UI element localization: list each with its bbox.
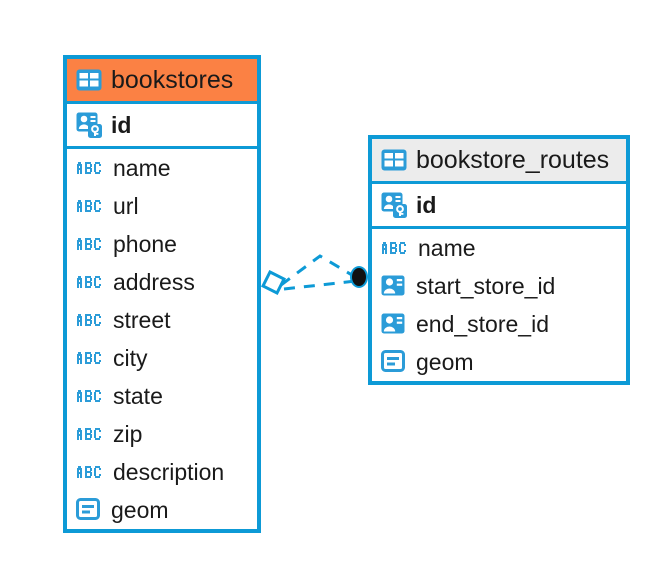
column-label: geom: [111, 496, 169, 523]
text-abc-icon: [76, 194, 104, 218]
column-row-zip[interactable]: zip: [67, 415, 257, 453]
column-label: name: [113, 154, 171, 181]
column-row-street[interactable]: street: [67, 301, 257, 339]
text-abc-icon: [76, 384, 104, 408]
primary-key-icon: [76, 112, 102, 138]
column-label: end_store_id: [416, 310, 549, 337]
column-label: name: [418, 234, 476, 261]
text-abc-icon: [76, 308, 104, 332]
entity-header-bookstores[interactable]: bookstores: [67, 59, 257, 104]
entity-bookstores[interactable]: bookstores id: [63, 55, 261, 533]
column-label: state: [113, 382, 163, 409]
column-label: start_store_id: [416, 272, 556, 299]
column-row-address[interactable]: address: [67, 263, 257, 301]
column-row-geom[interactable]: geom: [372, 343, 626, 381]
foreign-key-icon: [381, 275, 407, 297]
column-label: description: [113, 458, 225, 485]
entity-title: bookstore_routes: [416, 145, 610, 174]
column-row-state[interactable]: state: [67, 377, 257, 415]
column-label: zip: [113, 420, 143, 447]
table-icon: [76, 69, 102, 91]
column-row-name[interactable]: name: [372, 229, 626, 267]
column-label: address: [113, 268, 195, 295]
column-row-end-store-id[interactable]: end_store_id: [372, 305, 626, 343]
geometry-icon: [381, 350, 407, 374]
text-abc-icon: [381, 236, 409, 260]
text-abc-icon: [76, 346, 104, 370]
column-row-description[interactable]: description: [67, 453, 257, 491]
column-row-url[interactable]: url: [67, 187, 257, 225]
foreign-key-icon: [381, 313, 407, 335]
column-row-id[interactable]: id: [67, 104, 257, 149]
relationship-line-end-store: [283, 279, 357, 291]
rhombus-marker: [260, 269, 287, 296]
column-row-city[interactable]: city: [67, 339, 257, 377]
text-abc-icon: [76, 232, 104, 256]
entity-title: bookstores: [111, 65, 234, 94]
table-icon: [381, 149, 407, 171]
column-row-start-store-id[interactable]: start_store_id: [372, 267, 626, 305]
column-row-name[interactable]: name: [67, 149, 257, 187]
entity-columns-bookstore-routes: id name: [372, 184, 626, 381]
column-row-geom[interactable]: geom: [67, 491, 257, 529]
primary-key-icon: [381, 192, 407, 218]
entity-header-bookstore-routes[interactable]: bookstore_routes: [372, 139, 626, 184]
geometry-icon: [76, 498, 102, 522]
column-label: id: [111, 111, 132, 138]
column-label: id: [416, 191, 437, 218]
column-row-id[interactable]: id: [372, 184, 626, 229]
column-label: geom: [416, 348, 474, 375]
text-abc-icon: [76, 156, 104, 180]
entity-bookstore-routes[interactable]: bookstore_routes: [368, 135, 630, 385]
column-label: street: [113, 306, 171, 333]
entity-columns-bookstores: id name: [67, 104, 257, 529]
text-abc-icon: [76, 460, 104, 484]
filled-circle-marker: [350, 266, 368, 288]
column-label: url: [113, 192, 139, 219]
text-abc-icon: [76, 422, 104, 446]
text-abc-icon: [76, 270, 104, 294]
relationship-line-start-store: [280, 254, 358, 287]
column-label: city: [113, 344, 148, 371]
column-row-phone[interactable]: phone: [67, 225, 257, 263]
column-label: phone: [113, 230, 177, 257]
